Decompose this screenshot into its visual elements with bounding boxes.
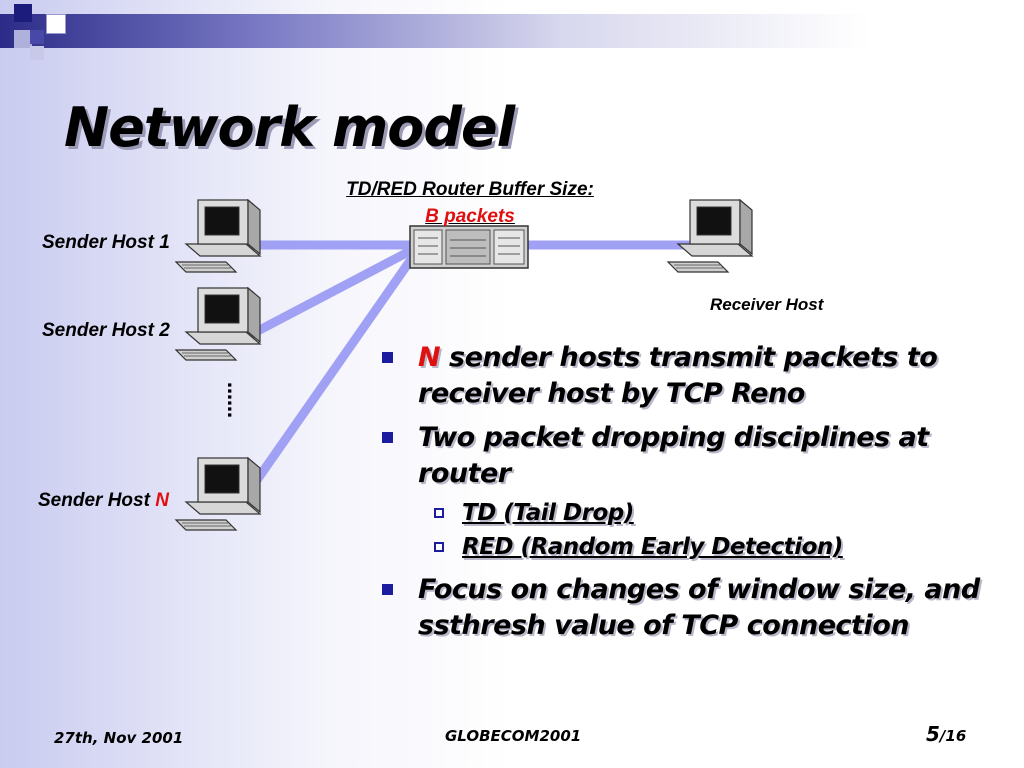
square-bullet-icon bbox=[382, 584, 393, 595]
page-total: /16 bbox=[939, 727, 967, 745]
logo-square-dark bbox=[14, 4, 32, 22]
sub-bullet-item-2: RED (Random Early Detection) bbox=[418, 530, 998, 564]
router-icon bbox=[409, 225, 529, 269]
bullet-item-1: N sender hosts transmit packets to recei… bbox=[378, 340, 998, 412]
bullet-2-text: Two packet dropping disciplines at route… bbox=[418, 422, 929, 489]
sender2-computer-icon bbox=[175, 287, 261, 361]
header-gradient-bar bbox=[0, 14, 1024, 48]
senderN-computer-icon bbox=[175, 457, 261, 531]
hollow-square-bullet-icon bbox=[434, 542, 444, 552]
slide-title: Network model bbox=[64, 96, 515, 159]
router-caption-line2: B packets bbox=[425, 206, 515, 227]
senderN-label-prefix: Sender Host bbox=[38, 490, 156, 511]
bullet-1-var: N bbox=[418, 342, 441, 373]
sub-bullet-list: TD (Tail Drop) RED (Random Early Detecti… bbox=[418, 496, 998, 564]
senderN-label: Sender Host N bbox=[38, 490, 169, 512]
link-sender2-router bbox=[245, 245, 417, 340]
bullet-item-2: Two packet dropping disciplines at route… bbox=[378, 420, 998, 564]
footer-conference: GLOBECOM2001 bbox=[445, 727, 582, 745]
bullet-1-text: sender hosts transmit packets to receive… bbox=[418, 342, 938, 409]
footer-page-number: 5/16 bbox=[926, 722, 966, 746]
sub-bullet-item-1: TD (Tail Drop) bbox=[418, 496, 998, 530]
link-senderN-router bbox=[245, 253, 417, 495]
sender1-computer-icon bbox=[175, 199, 261, 273]
logo-square-blue bbox=[30, 30, 44, 44]
square-bullet-icon bbox=[382, 352, 393, 363]
logo-square-pale bbox=[30, 46, 44, 60]
receiver-computer-icon bbox=[667, 199, 753, 273]
sub-bullet-1-text: TD (Tail Drop) bbox=[462, 500, 634, 526]
page-current: 5 bbox=[926, 722, 940, 746]
bullet-3-text: Focus on changes of window size, and sst… bbox=[418, 574, 980, 641]
logo-square-light bbox=[46, 14, 66, 34]
square-bullet-icon bbox=[382, 432, 393, 443]
router-caption: TD/RED Router Buffer Size: B packets bbox=[310, 176, 630, 230]
senderN-label-var: N bbox=[155, 490, 169, 511]
bullet-list: N sender hosts transmit packets to recei… bbox=[378, 340, 998, 652]
receiver-label: Receiver Host bbox=[710, 295, 824, 314]
hollow-square-bullet-icon bbox=[434, 508, 444, 518]
sub-bullet-2-text: RED (Random Early Detection) bbox=[462, 534, 843, 560]
footer-date: 27th, Nov 2001 bbox=[54, 729, 184, 747]
ellipsis-vertical: …… bbox=[223, 382, 244, 418]
bullet-item-3: Focus on changes of window size, and sst… bbox=[378, 572, 998, 644]
logo-square-mid bbox=[14, 30, 32, 48]
sender1-label: Sender Host 1 bbox=[42, 232, 170, 253]
router-caption-line1: TD/RED Router Buffer Size: bbox=[346, 179, 594, 200]
sender2-label: Sender Host 2 bbox=[42, 320, 170, 341]
